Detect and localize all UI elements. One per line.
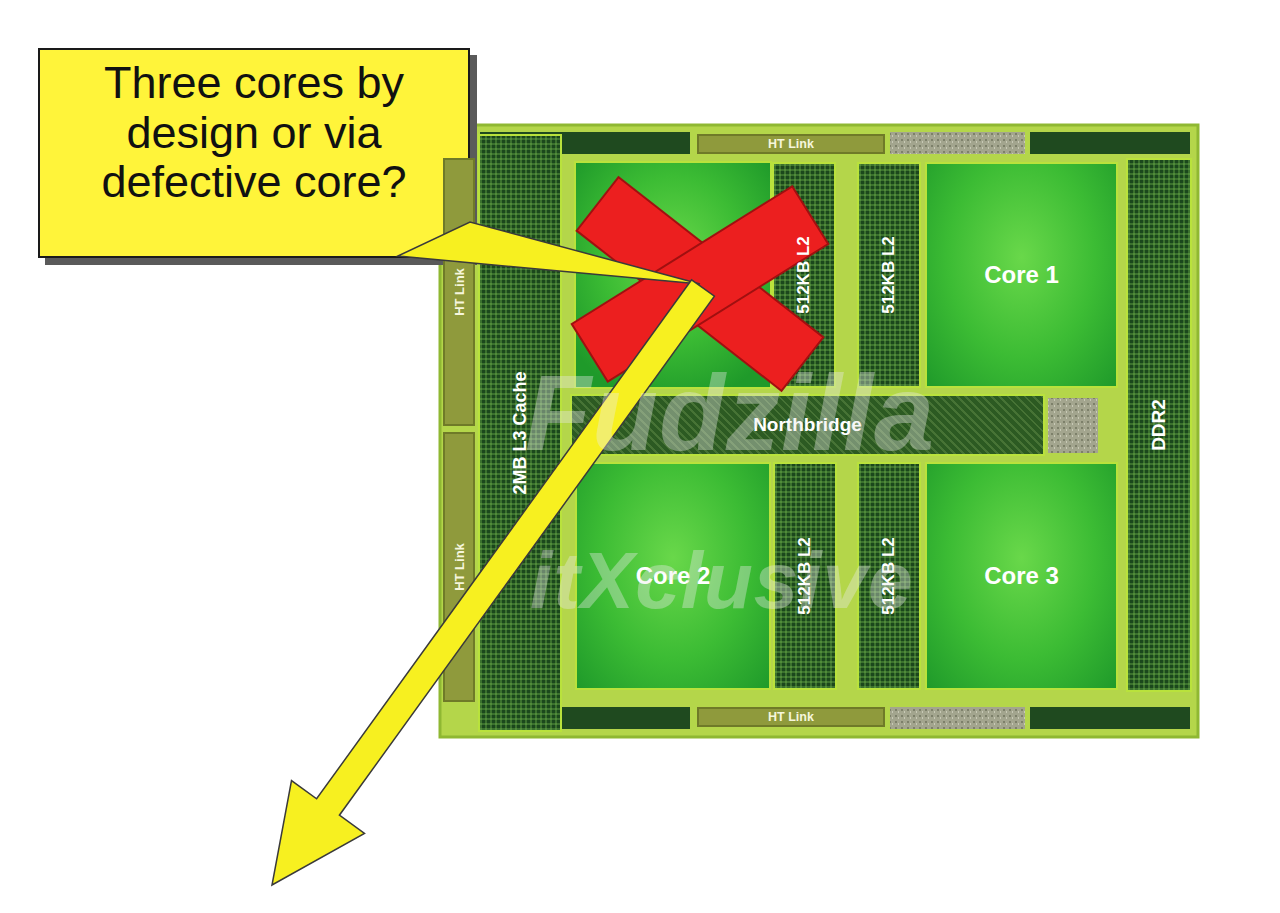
block-label: DDR2 <box>1148 399 1170 451</box>
block-label: HT Link <box>768 710 814 724</box>
ht-link: HT Link <box>443 158 475 426</box>
die-texture <box>1048 398 1098 453</box>
block-label: Core 3 <box>984 562 1059 590</box>
die-texture <box>890 132 1025 154</box>
watermark: itXclusive <box>530 535 914 627</box>
block-label: Three cores by design or via defective c… <box>50 58 458 207</box>
callout-box: Three cores by design or via defective c… <box>38 48 470 258</box>
block-label: Core 1 <box>984 261 1059 289</box>
block-label: HT Link <box>452 268 467 316</box>
watermark: Fudzilla <box>525 350 935 475</box>
block-label: HT Link <box>768 137 814 151</box>
block-label: 512KB L2 <box>879 236 899 313</box>
die-strip <box>1030 707 1190 729</box>
ht-link: HT Link <box>697 707 885 727</box>
memory-controller: DDR2 <box>1126 158 1192 692</box>
block-label: 512KB L2 <box>794 236 814 313</box>
die-texture <box>890 707 1025 729</box>
die-strip <box>1030 132 1190 154</box>
callout-pointer <box>398 222 700 284</box>
block-label: HT Link <box>452 543 467 591</box>
ht-link: HT Link <box>697 134 885 154</box>
die-outline <box>440 125 1198 737</box>
cpu-core: Core 3 <box>925 462 1118 690</box>
cpu-core: Core 1 <box>925 162 1118 388</box>
